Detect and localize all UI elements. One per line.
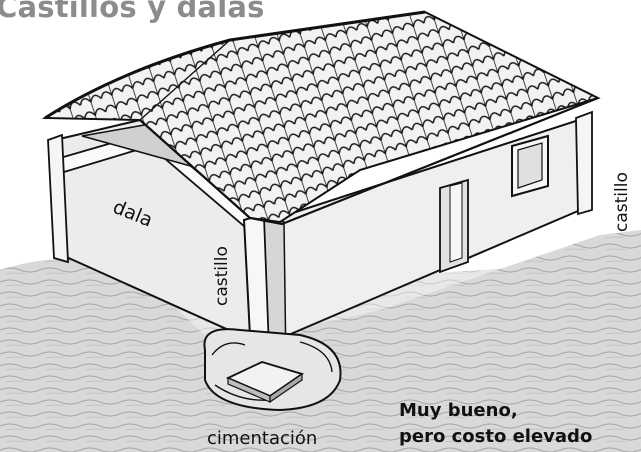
castillo-label-right: castillo xyxy=(612,172,632,232)
cimentacion-label: cimentación xyxy=(207,428,318,449)
verdict-line-2: pero costo elevado xyxy=(399,426,593,447)
verdict-text: Muy bueno, pero costo elevado xyxy=(399,398,592,450)
castillo-label-front: castillo xyxy=(212,246,232,306)
castillo-column-right xyxy=(575,110,593,216)
verdict-line-1: Muy bueno, xyxy=(399,400,518,421)
castillo-column-left xyxy=(47,133,69,264)
page-title: Castillos y dalas xyxy=(0,0,265,24)
